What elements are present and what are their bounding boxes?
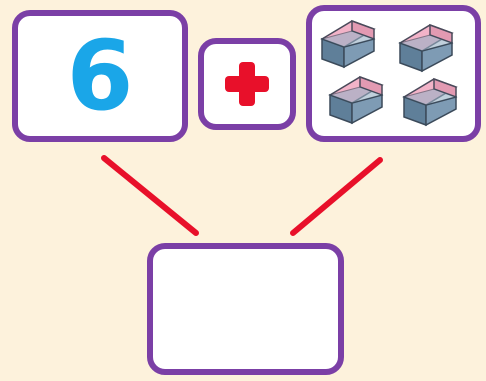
- erasers-card: [306, 5, 481, 142]
- addend-digit: 6: [66, 20, 134, 132]
- eraser-icon: [329, 76, 383, 124]
- erasers-group: [321, 20, 457, 126]
- left-connector-line: [101, 155, 199, 236]
- right-connector-line: [290, 157, 383, 236]
- eraser-icon: [399, 24, 453, 72]
- eraser-icon: [321, 20, 375, 68]
- answer-box[interactable]: [147, 243, 344, 375]
- operator-card: [198, 38, 296, 130]
- plus-icon: [225, 62, 269, 106]
- eraser-icon: [403, 78, 457, 126]
- number-card: 6: [12, 10, 188, 142]
